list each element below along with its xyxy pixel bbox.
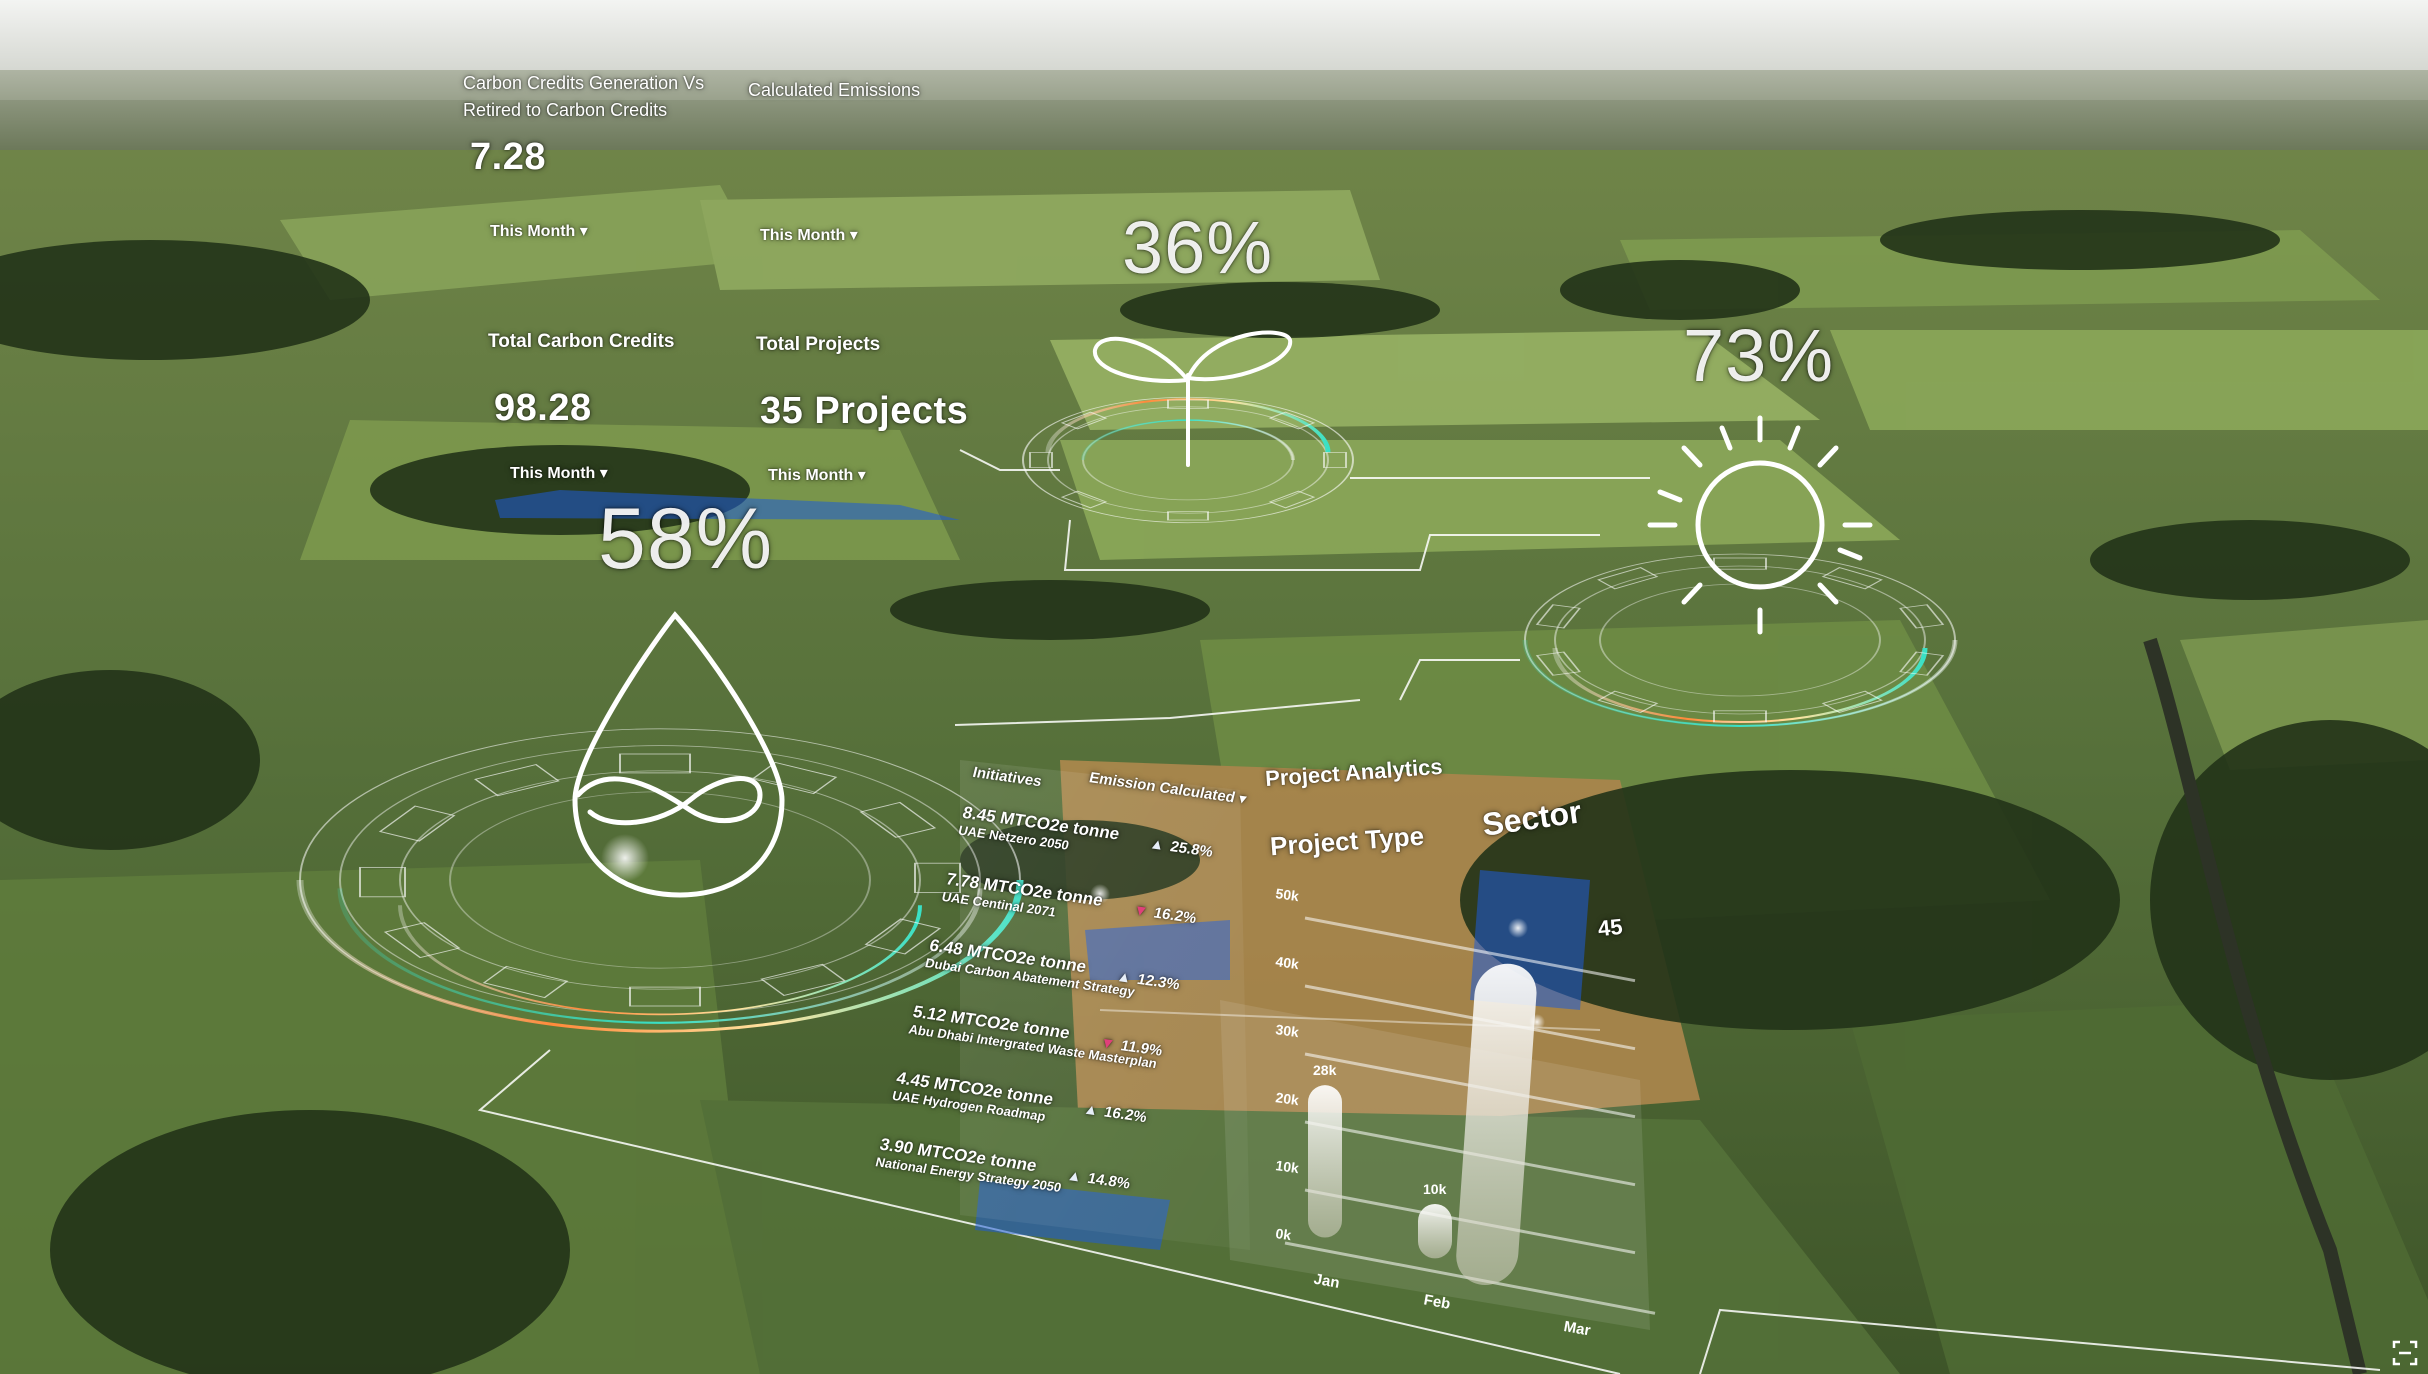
chart-x-tick-label: Feb: [1422, 1292, 1451, 1313]
chart-y-tick-label: 40k: [1275, 953, 1301, 972]
chart-bar[interactable]: [1308, 1085, 1342, 1238]
water-drop-icon: [572, 611, 785, 898]
total-carbon-credits-label: Total Carbon Credits: [488, 331, 675, 352]
chart-bar[interactable]: [1418, 1204, 1452, 1259]
trend-up-icon: ▲: [1147, 835, 1167, 854]
initiatives-panel: [960, 760, 1250, 1250]
sun-gauge: [1522, 415, 1958, 727]
chart-x-tick-label: Mar: [1562, 1318, 1591, 1339]
trend-up-icon: ▲: [1114, 968, 1134, 987]
credits-vs-retired-period-dropdown[interactable]: This Month ▾: [490, 223, 588, 240]
trend-down-icon: ▼: [1098, 1034, 1118, 1054]
chart-x-tick-label: Jan: [1312, 1271, 1340, 1292]
total-projects-label: Total Projects: [756, 334, 881, 355]
chart-y-tick-label: 10k: [1275, 1157, 1301, 1176]
chart-y-tick-label: 50k: [1275, 885, 1301, 904]
water-gauge-percent: 58%: [598, 491, 774, 587]
chart-gridline: [1304, 984, 1636, 1051]
chart-value-label: 10k: [1423, 1181, 1447, 1197]
calculated-emissions-period-dropdown[interactable]: This Month ▾: [760, 227, 858, 244]
chart-gridline: [1304, 916, 1636, 983]
sprout-icon: [1092, 330, 1293, 467]
chart-bar[interactable]: [1454, 963, 1538, 1285]
chart-value-label: 28k: [1313, 1062, 1337, 1078]
trend-up-icon: ▲: [1065, 1167, 1084, 1186]
chart-y-tick-label: 20k: [1275, 1089, 1301, 1108]
credits-vs-retired-label-line1: Carbon Credits Generation Vs: [463, 73, 705, 93]
sun-gauge-percent: 73%: [1683, 314, 1835, 397]
calculated-emissions-label: Calculated Emissions: [748, 80, 921, 100]
credits-vs-retired-label-line2: Retired to Carbon Credits: [463, 100, 668, 120]
scan-corner-icon[interactable]: [2392, 1340, 2418, 1366]
chart-y-tick-label: 0k: [1275, 1225, 1293, 1243]
sun-icon: [1647, 415, 1873, 635]
total-carbon-credits-period-dropdown[interactable]: This Month ▾: [510, 465, 608, 482]
total-carbon-credits-value: 98.28: [494, 387, 592, 429]
trend-down-icon: ▼: [1131, 901, 1151, 921]
plant-gauge-percent: 36%: [1122, 206, 1274, 289]
total-projects-value: 35 Projects: [760, 390, 969, 432]
plant-gauge: [1022, 330, 1354, 524]
credits-vs-retired-value: 7.28: [470, 136, 546, 178]
sector-value: 45: [1596, 913, 1624, 942]
total-projects-period-dropdown[interactable]: This Month ▾: [768, 467, 866, 484]
chart-y-tick-label: 30k: [1275, 1021, 1301, 1040]
trend-up-icon: ▲: [1081, 1100, 1101, 1120]
